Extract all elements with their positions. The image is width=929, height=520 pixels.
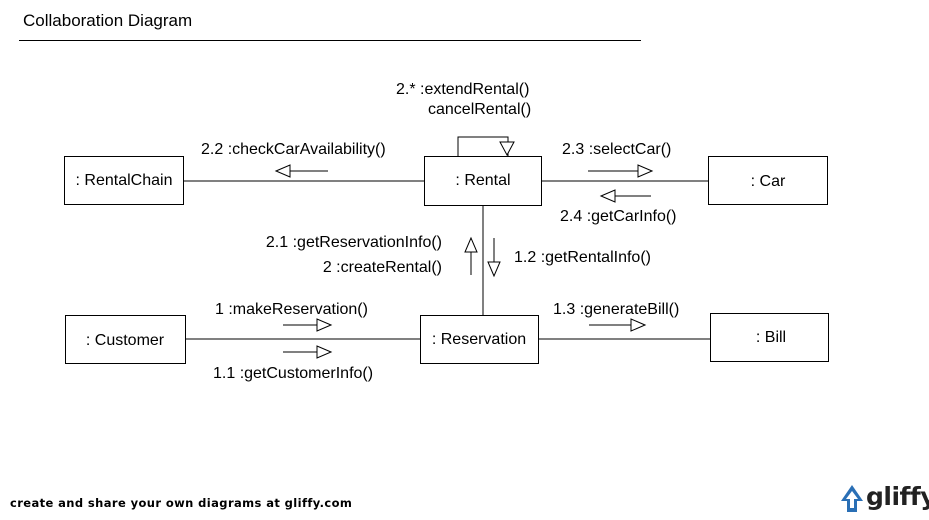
link-rental-self-loop xyxy=(457,136,509,156)
object-rental[interactable]: : Rental xyxy=(424,156,542,206)
arrow-get-customer-info xyxy=(283,345,333,359)
arrow-check-car-availability xyxy=(274,164,328,178)
message-cancel-rental: cancelRental() xyxy=(428,101,531,118)
arrow-generate-bill xyxy=(589,318,647,332)
message-get-rental-info: 1.2 :getRentalInfo() xyxy=(514,249,651,266)
object-car-label: : Car xyxy=(751,173,786,190)
message-select-car: 2.3 :selectCar() xyxy=(562,141,671,158)
object-bill-label: : Bill xyxy=(756,329,786,346)
object-car[interactable]: : Car xyxy=(708,156,828,205)
message-get-car-info: 2.4 :getCarInfo() xyxy=(560,208,677,225)
gliffy-logo-text: gliffy xyxy=(866,482,929,511)
object-reservation[interactable]: : Reservation xyxy=(420,315,539,364)
message-make-reservation: 1 :makeReservation() xyxy=(215,301,368,318)
object-rental-label: : Rental xyxy=(455,172,510,189)
message-get-customer-info: 1.1 :getCustomerInfo() xyxy=(213,365,373,382)
object-reservation-label: : Reservation xyxy=(432,331,526,348)
message-labels: 2.* :extendRental() cancelRental() 2.2 :… xyxy=(201,81,679,382)
message-create-rental: 2 :createRental() xyxy=(323,259,442,276)
gliffy-tagline[interactable]: create and share your own diagrams at gl… xyxy=(10,496,353,510)
arrow-get-rental-info xyxy=(487,238,501,278)
links xyxy=(183,136,710,340)
gliffy-logo-icon xyxy=(841,485,863,512)
message-arrows xyxy=(274,141,654,359)
object-customer-label: : Customer xyxy=(86,332,165,349)
message-get-reservation-info: 2.1 :getReservationInfo() xyxy=(266,234,442,251)
message-check-car-availability: 2.2 :checkCarAvailability() xyxy=(201,141,386,158)
gliffy-logo[interactable]: gliffy xyxy=(838,481,929,517)
title-divider xyxy=(19,40,641,41)
object-rentalchain[interactable]: : RentalChain xyxy=(64,156,184,205)
object-bill[interactable]: : Bill xyxy=(710,313,829,362)
diagram-title: Collaboration Diagram xyxy=(23,11,193,30)
message-generate-bill: 1.3 :generateBill() xyxy=(553,301,679,318)
arrow-select-car xyxy=(588,164,654,178)
arrow-make-reservation xyxy=(283,318,333,332)
arrow-extend-rental xyxy=(499,141,515,157)
arrow-create-rental xyxy=(464,236,478,275)
arrow-get-car-info xyxy=(599,189,651,203)
object-customer[interactable]: : Customer xyxy=(65,315,186,364)
message-extend-rental: 2.* :extendRental() xyxy=(396,81,529,98)
object-rentalchain-label: : RentalChain xyxy=(76,172,173,189)
